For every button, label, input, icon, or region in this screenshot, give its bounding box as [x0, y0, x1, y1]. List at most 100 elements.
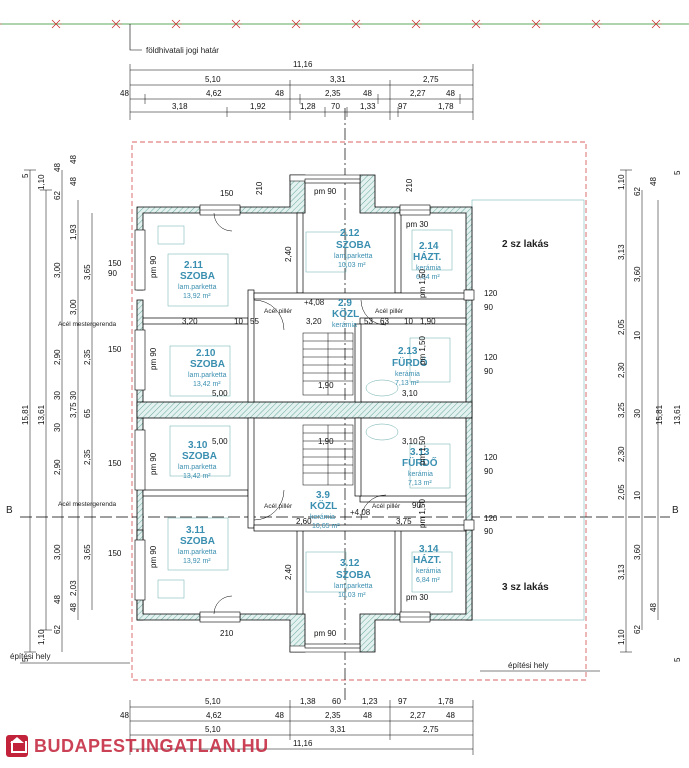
dim-left-a2: 62	[53, 191, 62, 200]
dim-bot-r2-6: 2,27	[410, 711, 426, 720]
dim-right-a11: 3,60	[633, 544, 642, 560]
svg-text:SZOBA: SZOBA	[180, 271, 215, 282]
furniture	[157, 225, 453, 599]
dim-left-b3: 3,75	[69, 402, 78, 418]
building-area-outline	[131, 141, 587, 681]
dim-left-b5: 3,65	[83, 544, 92, 560]
dim-top-r4-7: 1,78	[438, 102, 454, 111]
pillar-label-1: Acél pillér	[264, 308, 293, 315]
left-dimensions	[24, 169, 93, 653]
boundary-label: földhivatali jogi határ	[146, 46, 219, 55]
svg-text:2,40: 2,40	[284, 564, 293, 580]
svg-text:2.11: 2.11	[184, 260, 203, 271]
svg-text:90: 90	[484, 527, 493, 536]
svg-text:KÖZL: KÖZL	[310, 499, 337, 512]
svg-text:pm 1,50: pm 1,50	[418, 436, 427, 465]
pillar-label-4: Acél pillér	[372, 503, 401, 510]
room-3-9: 3.9 KÖZL kerámia 10,65 m²	[310, 490, 340, 530]
room-2-12: 2.12 SZOBA lam.parketta 10,03 m²	[334, 228, 373, 269]
dim-right-a15: 1,10	[617, 629, 626, 645]
svg-text:10,03 m²: 10,03 m²	[338, 592, 366, 599]
svg-text:150: 150	[108, 549, 122, 558]
room-3-13: 3.13 FÜRDŐ kerámia 7,13 m²	[402, 447, 438, 487]
dim-bot-r2-5: 48	[363, 711, 372, 720]
svg-text:pm 30: pm 30	[406, 220, 429, 229]
svg-text:3.14: 3.14	[419, 544, 439, 555]
room-2-9: 2.9 KÖZL kerámia	[332, 298, 359, 329]
svg-text:2.14: 2.14	[419, 241, 439, 252]
unit-3-label: 3 sz lakás	[502, 582, 549, 593]
svg-text:10: 10	[234, 317, 243, 326]
dim-right-a10: 2,05	[617, 484, 626, 500]
svg-text:53: 53	[364, 317, 373, 326]
dim-right-a8: 3,25	[617, 402, 626, 418]
dim-left-m5: 5	[21, 657, 30, 662]
svg-text:pm 90: pm 90	[149, 452, 158, 475]
inner-dimensions: 150 210 150 90 pm 90 pm 90 pm 30 210 120…	[108, 178, 498, 638]
room-3-10: 3.10 SZOBA lam.parketta 13,42 m²	[178, 440, 217, 480]
dim-top-r3-3: 48	[275, 89, 284, 98]
interior-walls	[142, 212, 467, 615]
pillar-label-3: Acél pillér	[264, 503, 293, 510]
svg-text:3,75: 3,75	[396, 517, 412, 526]
room-3-14: 3.14 HÁZT. kerámia 6,84 m²	[413, 544, 442, 584]
dim-bot-r1-6: 1,78	[438, 697, 454, 706]
top-dimensions	[129, 64, 474, 120]
svg-text:lam.parketta: lam.parketta	[334, 253, 373, 260]
dim-bot-r3-1: 5,10	[205, 725, 221, 734]
svg-text:pm 90: pm 90	[149, 255, 158, 278]
svg-text:pm 90: pm 90	[149, 545, 158, 568]
svg-text:90: 90	[108, 269, 117, 278]
svg-text:lam.parketta: lam.parketta	[334, 583, 373, 590]
house-icon	[6, 735, 28, 757]
dim-left-m6: 48	[53, 595, 62, 604]
svg-text:pm 90: pm 90	[149, 347, 158, 370]
dim-right-a7: 2,30	[617, 362, 626, 378]
svg-text:SZOBA: SZOBA	[190, 359, 225, 370]
svg-text:SZOBA: SZOBA	[336, 240, 371, 251]
dim-right-a1: 1,10	[617, 174, 626, 190]
svg-text:kerámia: kerámia	[310, 514, 335, 521]
room-labels: 2.11 SZOBA lam.parketta 13,92 m² 2.12 SZ…	[178, 228, 442, 599]
svg-text:10,65 m²: 10,65 m²	[312, 523, 340, 530]
right-dimensions	[620, 169, 659, 653]
dim-top-r3-4: 2,35	[325, 89, 341, 98]
dim-right-mid: 15,81	[655, 404, 664, 425]
dim-bot-r3-3: 2,75	[423, 725, 439, 734]
dim-left-m4: 65	[83, 409, 92, 418]
svg-text:3.12: 3.12	[340, 558, 360, 569]
dim-left-a7: 2,90	[53, 349, 62, 365]
svg-text:pm 30: pm 30	[406, 593, 429, 602]
dim-right-a6: 2,05	[617, 319, 626, 335]
dim-bot-r2-2: 4,62	[206, 711, 222, 720]
svg-text:pm 1,50: pm 1,50	[418, 336, 427, 365]
dim-left-a14: 1,10	[37, 629, 46, 645]
svg-text:kerámia: kerámia	[416, 265, 441, 272]
svg-text:150: 150	[220, 189, 234, 198]
level-label-1: +4,08	[304, 298, 325, 307]
dim-top-r4-2: 1,92	[250, 102, 266, 111]
beam-label-1: Acél mestergerenda	[58, 321, 117, 328]
level-label-2: +4,08	[350, 508, 371, 517]
svg-text:2.12: 2.12	[340, 228, 360, 239]
section-b-left: B	[6, 505, 13, 516]
dim-bot-r1-1: 5,10	[205, 697, 221, 706]
dim-right-m5: 5	[673, 657, 682, 662]
unit-2-label: 2 sz lakás	[502, 239, 549, 250]
svg-text:3.10: 3.10	[188, 440, 208, 451]
dim-left-a1: 1,10	[37, 174, 46, 190]
svg-text:150: 150	[108, 345, 122, 354]
dim-right-a14: 62	[633, 625, 642, 634]
build-area-label-right: építési hely	[508, 661, 548, 670]
dim-right-total: 13,61	[673, 404, 682, 425]
room-2-14: 2.14 HÁZT. kerámia 6,84 m²	[413, 241, 442, 281]
svg-text:lam.parketta: lam.parketta	[178, 464, 217, 471]
room-2-11: 2.11 SZOBA lam.parketta 13,92 m²	[178, 260, 217, 300]
dim-bot-r1-4: 1,23	[362, 697, 378, 706]
dim-left-total: 15,81	[21, 404, 30, 425]
dim-top-r4-4: 70	[331, 102, 340, 111]
svg-text:150: 150	[108, 259, 122, 268]
svg-text:SZOBA: SZOBA	[182, 451, 217, 462]
dim-right-m4: 10	[633, 491, 642, 500]
dim-top-r2-3: 2,75	[423, 75, 439, 84]
